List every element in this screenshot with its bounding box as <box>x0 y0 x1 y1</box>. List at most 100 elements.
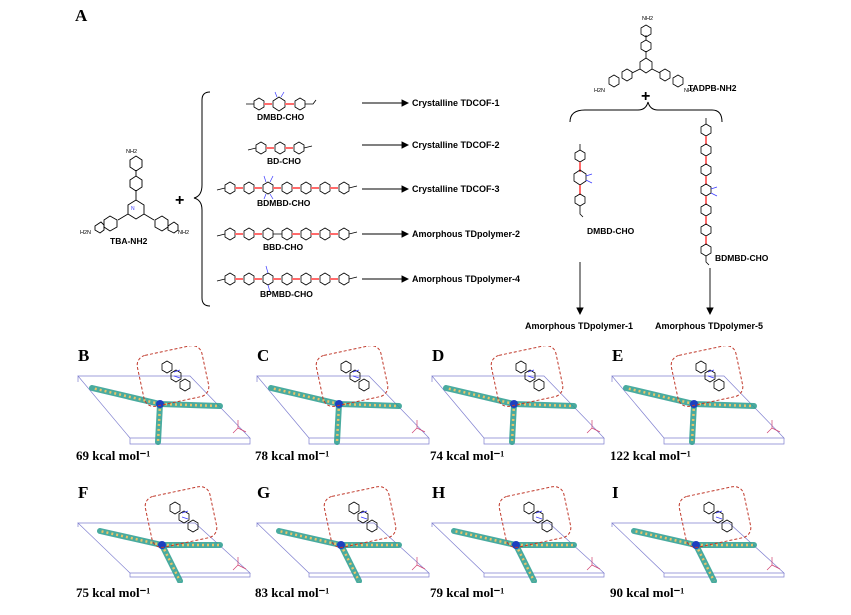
inset-molecule <box>348 501 378 533</box>
inset-ring <box>179 378 191 392</box>
framework-arm-atoms <box>694 544 716 582</box>
inset-ring <box>366 519 378 533</box>
product-1: Crystalline TDCOF-1 <box>412 98 500 108</box>
framework-node <box>156 400 164 408</box>
inset-ring <box>515 360 527 374</box>
framework-model-h <box>431 486 605 583</box>
inset-methoxy <box>173 369 181 379</box>
framework-arm-atoms <box>453 529 517 547</box>
unit-cell-edges <box>256 375 430 445</box>
right-linker-name-2: BDMBD-CHO <box>715 253 769 263</box>
framework-arm-atoms <box>160 544 182 582</box>
panel-letter-i: I <box>612 483 619 502</box>
axis-triad-icon <box>586 557 601 571</box>
tadpb-nh2-structure <box>608 24 684 88</box>
inset-molecule <box>340 360 370 392</box>
structure-panel-d: D 74 kcal mol⁻¹ <box>424 346 614 466</box>
inset-methoxy <box>715 510 723 520</box>
framework-arm-atoms <box>159 402 221 408</box>
framework-arm-atoms <box>270 386 340 406</box>
tba-nh2-label: TBA-NH2 <box>110 236 148 246</box>
linker-bbd <box>216 227 358 241</box>
energy-label-e: 122 kcal mol⁻¹ <box>610 448 691 463</box>
highlight-box <box>315 346 389 407</box>
highlight-box <box>323 486 397 548</box>
inset-methoxy <box>360 510 368 520</box>
inset-ring <box>703 501 715 515</box>
energy-label-g: 83 kcal mol⁻¹ <box>255 585 330 600</box>
linker-bpmbd <box>216 272 358 286</box>
structure-panel-e: E 122 kcal mol⁻¹ <box>604 346 794 466</box>
inset-ring <box>712 510 724 524</box>
inset-molecule <box>523 501 553 533</box>
framework-node <box>335 400 343 408</box>
inset-ring <box>713 378 725 392</box>
framework-arm-atoms <box>335 403 341 443</box>
inset-ring <box>161 360 173 374</box>
highlight-box <box>670 346 744 407</box>
unit-cell-edges <box>431 375 605 445</box>
tba-nh2-right: NH2 <box>178 230 189 236</box>
framework-arm-atoms <box>445 386 515 406</box>
structure-panel-b: B 69 kcal mol⁻¹ <box>70 346 260 466</box>
framework-arm-atoms <box>510 403 516 443</box>
energy-label-b: 69 kcal mol⁻¹ <box>76 448 151 463</box>
inset-ring <box>187 519 199 533</box>
energy-label-i: 90 kcal mol⁻¹ <box>610 585 685 600</box>
linker-name-5: BPMBD-CHO <box>260 289 313 299</box>
framework-arm-atoms <box>278 529 342 547</box>
right-linker-name-1: DMBD-CHO <box>587 226 635 236</box>
vertical-linker-dmbd <box>573 144 587 218</box>
inset-methoxy <box>527 369 535 379</box>
energy-label-d: 74 kcal mol⁻¹ <box>430 448 505 463</box>
tba-nh2-left: H2N <box>80 230 91 236</box>
right-branch-arrows <box>576 262 714 316</box>
framework-model-i <box>611 486 785 583</box>
vertical-methoxy-1 <box>585 173 593 184</box>
tadpb-nh2-right: NH2 <box>684 88 695 94</box>
inset-ring <box>532 510 544 524</box>
panel-letter-c: C <box>257 346 270 365</box>
axis-triad-icon <box>411 557 426 571</box>
framework-arm-atoms <box>513 402 575 408</box>
framework-node <box>510 400 518 408</box>
linker-name-1: DMBD-CHO <box>257 112 305 122</box>
axis-triad-icon <box>232 557 247 571</box>
linker-name-2: BD-CHO <box>267 156 301 166</box>
tadpb-nh2-top: NH2 <box>642 16 653 22</box>
product-4: Amorphous TDpolymer-2 <box>412 229 521 239</box>
structure-panel-c: C 78 kcal mol⁻¹ <box>249 346 439 466</box>
unit-cell-edges <box>77 375 251 445</box>
panel-a-scheme: N NH2 H2N NH2 <box>80 16 723 316</box>
linker-name-4: BBD-CHO <box>263 242 304 252</box>
inset-ring <box>524 369 536 383</box>
axis-triad-icon <box>411 420 426 434</box>
framework-arm-atoms <box>91 386 161 406</box>
structure-panel-f: F 75 kcal mol⁻¹ <box>70 483 260 603</box>
framework-model-e <box>611 346 785 445</box>
framework-arm-atoms <box>99 529 163 547</box>
framework-arm-atoms <box>338 402 400 408</box>
structure-panel-h: H 79 kcal mol⁻¹ <box>424 483 614 603</box>
inset-molecule <box>695 360 725 392</box>
inset-molecule <box>515 360 545 392</box>
energy-label-c: 78 kcal mol⁻¹ <box>255 448 330 463</box>
framework-arm-atoms <box>633 529 697 547</box>
tadpb-nh2-label: TADPB-NH2 <box>688 83 737 93</box>
panel-letter-h: H <box>432 483 446 502</box>
right-product-2: Amorphous TDpolymer-5 <box>655 321 764 331</box>
vertical-methoxy-2 <box>710 186 718 197</box>
tba-nh2-top: NH2 <box>126 149 137 155</box>
framework-arm-atoms <box>625 386 695 406</box>
triazine-n: N <box>131 206 135 212</box>
inset-ring <box>358 378 370 392</box>
inset-ring <box>357 510 369 524</box>
framework-model-c <box>256 346 430 445</box>
energy-label-h: 79 kcal mol⁻¹ <box>430 585 505 600</box>
panel-letter-f: F <box>78 483 89 502</box>
framework-arm-atoms <box>690 403 696 443</box>
linker-bd <box>247 141 313 155</box>
inset-molecule <box>703 501 733 533</box>
highlight-box <box>144 486 218 548</box>
tadpb-nh2-left: H2N <box>594 88 605 94</box>
